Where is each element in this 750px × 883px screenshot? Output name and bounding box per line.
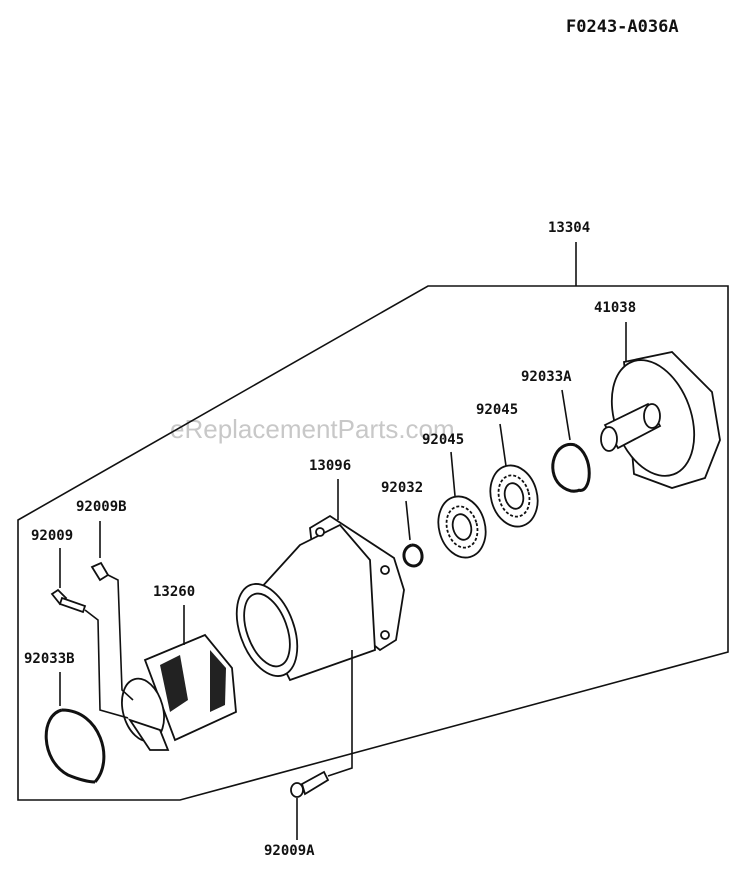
bolt-b-centerline xyxy=(107,574,134,701)
bolt-b-part[interactable] xyxy=(90,561,110,582)
screw-a-centerline xyxy=(327,650,353,777)
label-92009[interactable]: 92009 xyxy=(31,528,73,544)
bearing-part-2[interactable] xyxy=(432,491,492,563)
leader-92033A xyxy=(561,389,571,441)
label-92032[interactable]: 92032 xyxy=(381,480,423,496)
clutch-drum-part[interactable] xyxy=(597,349,721,489)
label-92009B[interactable]: 92009B xyxy=(76,499,127,515)
watermark: eReplacementParts.com xyxy=(170,414,455,444)
label-92009A[interactable]: 92009A xyxy=(264,843,315,859)
bearing-part-1[interactable] xyxy=(484,460,544,532)
label-13096[interactable]: 13096 xyxy=(309,458,351,474)
leader-92045-bottom xyxy=(450,451,456,497)
assembly-boundary xyxy=(17,285,729,801)
snap-ring-b-part[interactable] xyxy=(44,708,106,784)
label-92045-bottom[interactable]: 92045 xyxy=(422,432,464,448)
snap-ring-part[interactable] xyxy=(402,543,424,568)
housing-part[interactable] xyxy=(225,514,405,684)
label-92045-top[interactable]: 92045 xyxy=(476,402,518,418)
label-92033A[interactable]: 92033A xyxy=(521,369,572,385)
figure-code: F0243-A036A xyxy=(566,17,679,37)
label-13304[interactable]: 13304 xyxy=(548,220,590,236)
label-92033B[interactable]: 92033B xyxy=(24,651,75,667)
leader-92045-top xyxy=(499,423,507,467)
leader-92032 xyxy=(405,500,411,541)
screw-a-part[interactable] xyxy=(290,770,330,798)
clutch-part[interactable] xyxy=(115,633,237,751)
label-41038[interactable]: 41038 xyxy=(594,300,636,316)
bolt-centerline xyxy=(84,609,129,719)
label-13260[interactable]: 13260 xyxy=(153,584,195,600)
bolt-part[interactable] xyxy=(50,588,87,614)
snap-ring-a-part[interactable] xyxy=(551,443,591,493)
